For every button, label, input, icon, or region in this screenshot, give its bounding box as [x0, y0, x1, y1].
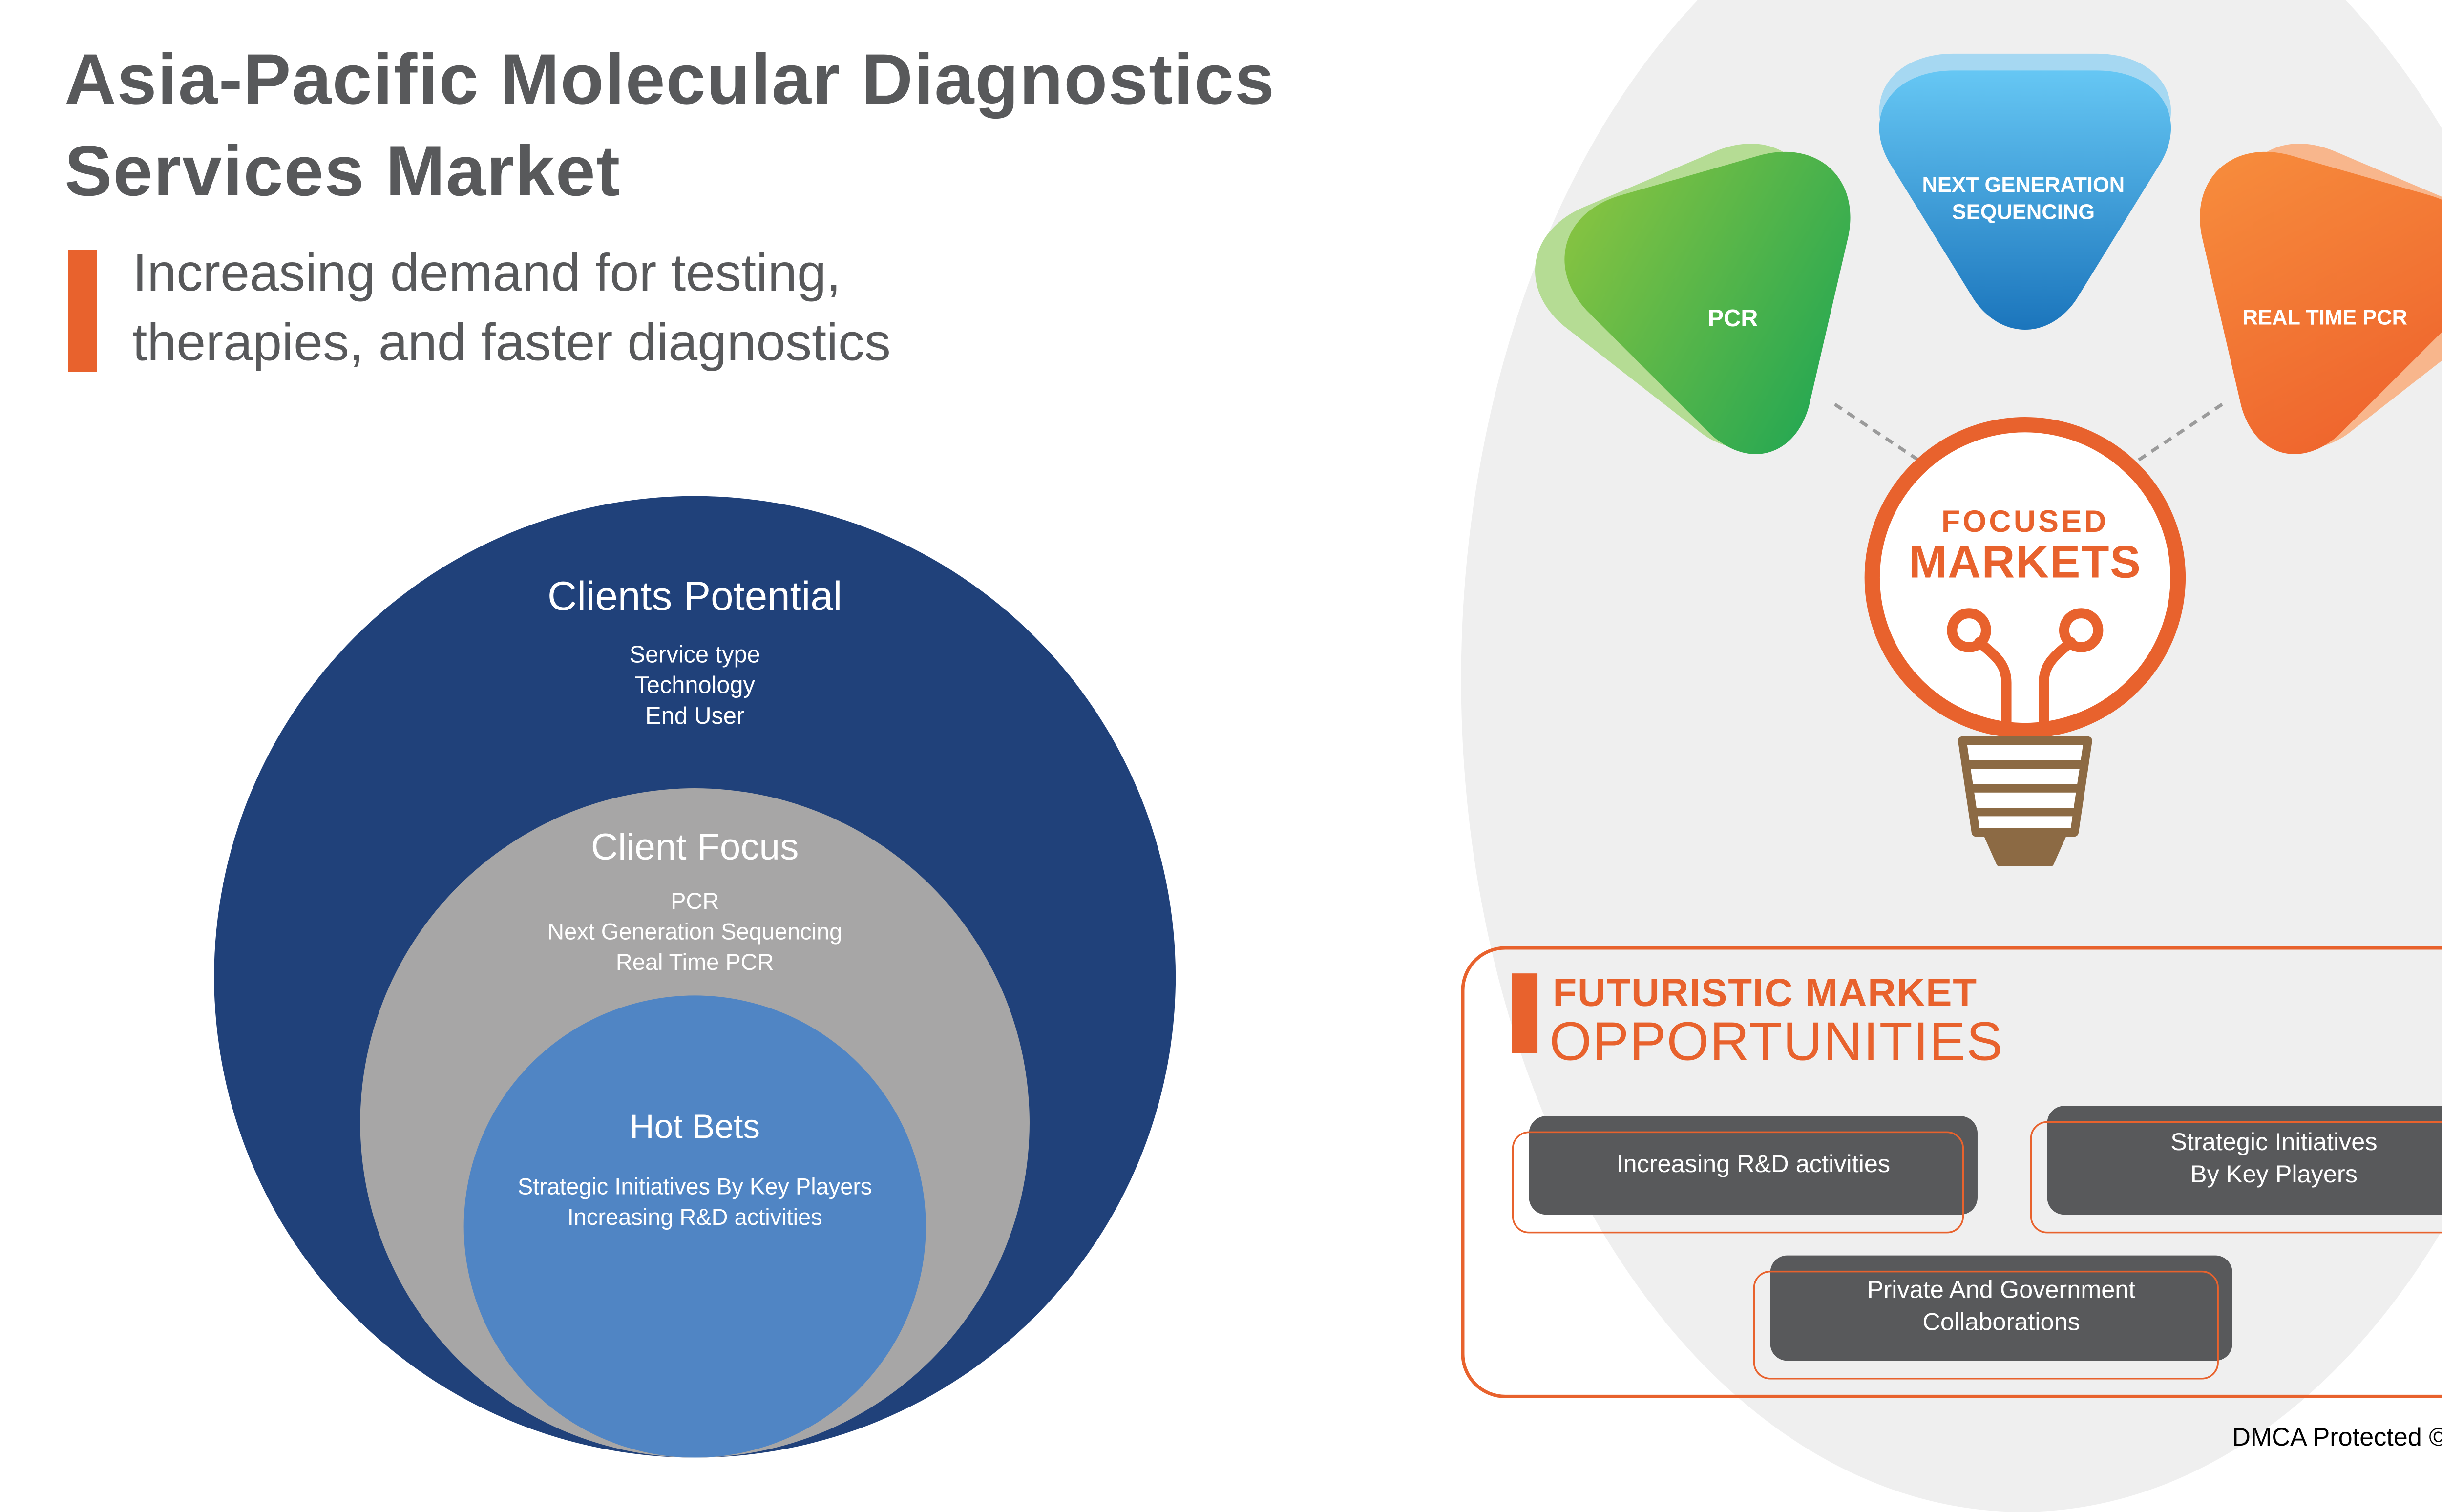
page-subtitle-line2: therapies, and faster diagnostics: [132, 313, 891, 372]
list-item: Strategic Initiatives By Key Players: [517, 1174, 872, 1199]
list-item: Increasing R&D activities: [567, 1204, 822, 1230]
page-title-line2: Services Market: [64, 130, 621, 211]
opportunity-card-label: Increasing R&D activities: [1616, 1151, 1891, 1178]
client-focus-items: PCR Next Generation Sequencing Real Time…: [355, 887, 1034, 979]
opportunity-card-strategic-initiatives: Strategic Initiatives By Key Players: [2030, 1106, 2442, 1234]
opportunities-panel: FUTURISTIC MARKET OPPORTUNITIES Increasi…: [1461, 946, 2442, 1398]
list-item: Next Generation Sequencing: [547, 919, 842, 945]
opportunities-title-line2: OPPORTUNITIES: [1549, 1010, 2004, 1072]
real-time-pcr-petal-label: REAL TIME PCR: [2242, 306, 2408, 330]
clients-potential-text: Clients Potential Service type Technolog…: [355, 574, 1034, 731]
opportunity-card-label: Private And Government Collaborations: [1867, 1276, 2136, 1340]
opportunity-card-label-line2: Collaborations: [1922, 1309, 2080, 1337]
focused-markets-label-line2: MARKETS: [1909, 537, 2142, 588]
list-item: Service type: [629, 640, 760, 668]
hot-bets-title: Hot Bets: [630, 1109, 760, 1147]
list-item: Real Time PCR: [615, 949, 774, 975]
page-subtitle-line1: Increasing demand for testing,: [132, 243, 841, 303]
opportunity-card-rd-activities: Increasing R&D activities: [1512, 1116, 1978, 1234]
dmca-footer-text: DMCA Protected © DataBridge: [2232, 1423, 2442, 1453]
client-focus-title: Client Focus: [591, 825, 799, 868]
page-title-line1: Asia-Pacific Molecular Diagnostics: [64, 39, 1275, 119]
list-item: End User: [645, 701, 745, 729]
clients-potential-items: Service type Technology End User: [355, 639, 1034, 731]
page-title: Asia-Pacific Molecular Diagnostics Servi…: [64, 34, 1275, 218]
opportunity-card-label-line1: Strategic Initiatives: [2170, 1130, 2378, 1157]
opportunities-title-line1: FUTURISTIC MARKET: [1553, 970, 1978, 1014]
page-subtitle: Increasing demand for testing, therapies…: [132, 238, 891, 377]
petal-connector-lines: [1833, 402, 2223, 470]
hot-bets-circle: [463, 995, 926, 1458]
pcr-petal-label: PCR: [1707, 304, 1758, 332]
infographic-canvas: Asia-Pacific Molecular Diagnostics Servi…: [64, 0, 2442, 1512]
hot-bets-items: Strategic Initiatives By Key Players Inc…: [398, 1172, 992, 1233]
subtitle-accent-bar: [68, 250, 97, 372]
opportunity-card-label-line2: By Key Players: [2190, 1162, 2358, 1189]
focused-markets-label-line1: FOCUSED: [1941, 504, 2109, 539]
list-item: PCR: [671, 888, 719, 914]
opportunities-accent-bar: [1512, 973, 1538, 1053]
pcr-petal-shape: [1535, 144, 1851, 454]
hot-bets-text: Hot Bets Strategic Initiatives By Key Pl…: [398, 1109, 992, 1233]
list-item: Technology: [634, 671, 755, 698]
opportunity-card-label-line1: Private And Government: [1867, 1277, 2136, 1305]
clients-potential-title: Clients Potential: [547, 574, 842, 620]
opportunity-card-collaborations: Private And Government Collaborations: [1753, 1255, 2232, 1380]
ngs-petal-shape: [1879, 53, 2171, 330]
opportunity-card-label: Strategic Initiatives By Key Players: [2170, 1128, 2377, 1193]
ngs-petal-label: NEXT GENERATION SEQUENCING: [1922, 173, 2125, 225]
lightbulb-icon: [1864, 417, 2186, 867]
real-time-pcr-petal-shape: [2200, 144, 2442, 454]
client-focus-text: Client Focus PCR Next Generation Sequenc…: [355, 826, 1034, 979]
